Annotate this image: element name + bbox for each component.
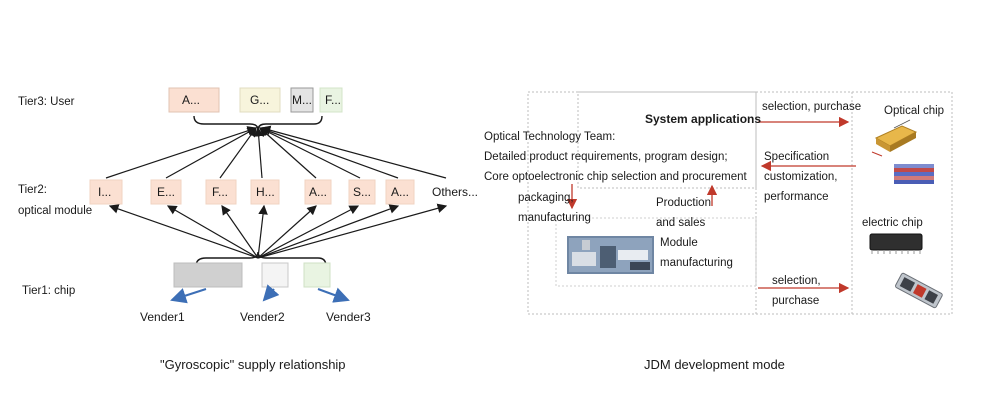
user-box-3 [290,87,314,113]
optical-chip-illustration [871,119,934,184]
system-applications-title: System applications [645,112,762,126]
red-arrows [566,116,856,294]
production-box [555,217,757,287]
manufacturing-label: manufacturing [518,212,591,224]
team-line-3: Core optoelectronic chip selection and p… [484,171,747,183]
tier2-label: Tier2: [18,184,47,196]
and-sales-label: and sales [656,217,706,229]
user-brace [193,115,323,131]
module-label-2: E... [157,185,176,199]
specification-label: Specification [764,151,830,163]
selection-purchase-top: selection, purchase [762,101,862,113]
tier2-sublabel: optical module [18,205,93,217]
tier1-label: Tier1: chip [22,285,76,297]
system-applications-box [577,91,757,189]
user-box-1 [168,87,220,113]
optical-chip-label: Optical chip [884,105,945,117]
module-label-8: Others... [432,185,479,199]
user-label-1: A... [182,93,201,107]
vendor-label-2: Vender2 [240,310,285,324]
module-label-7: A... [391,185,410,199]
module-label: Module [660,237,698,249]
chip-brace [195,251,327,267]
user-label-3: M... [292,93,312,107]
vendor-label-1: Vender1 [140,310,185,324]
chip-box-2 [261,262,289,288]
module-label-1: I... [98,185,112,199]
user-label-2: G... [250,93,270,107]
electric-chip-label: electric chip [862,217,923,229]
team-line-1: Optical Technology Team: [484,131,616,143]
module-label-3: F... [212,185,229,199]
purchase-bottom-label: purchase [772,295,820,307]
module-label-6: S... [353,185,372,199]
packaging-label: packaging, [518,192,574,204]
chip-to-module-arrows [108,203,448,259]
user-box-2 [239,87,281,113]
right-caption: JDM development mode [644,357,785,372]
left-caption: "Gyroscopic" supply relationship [160,357,346,372]
vendor-label-3: Vender3 [326,310,371,324]
module-manufacturing-label: manufacturing [660,257,733,269]
selection-bottom-label: selection, [772,275,821,287]
vendor-arrows [170,284,350,304]
electric-chip-illustration [869,233,943,309]
factory-photo [567,236,654,274]
customization-label: customization, [764,171,838,183]
chip-box-3 [303,262,331,288]
module-label-5: A... [309,185,328,199]
tier3-label: Tier3: User [18,96,75,108]
module-to-user-arrows [105,125,447,179]
user-box-4 [319,87,343,113]
chip-box-1 [173,262,243,288]
module-label-4: H... [256,185,275,199]
performance-label: performance [764,191,829,203]
user-label-4: F... [325,93,342,107]
module-boxes [89,179,483,205]
production-label: Production [656,197,711,209]
team-line-2: Detailed product requirements, program d… [484,151,728,163]
